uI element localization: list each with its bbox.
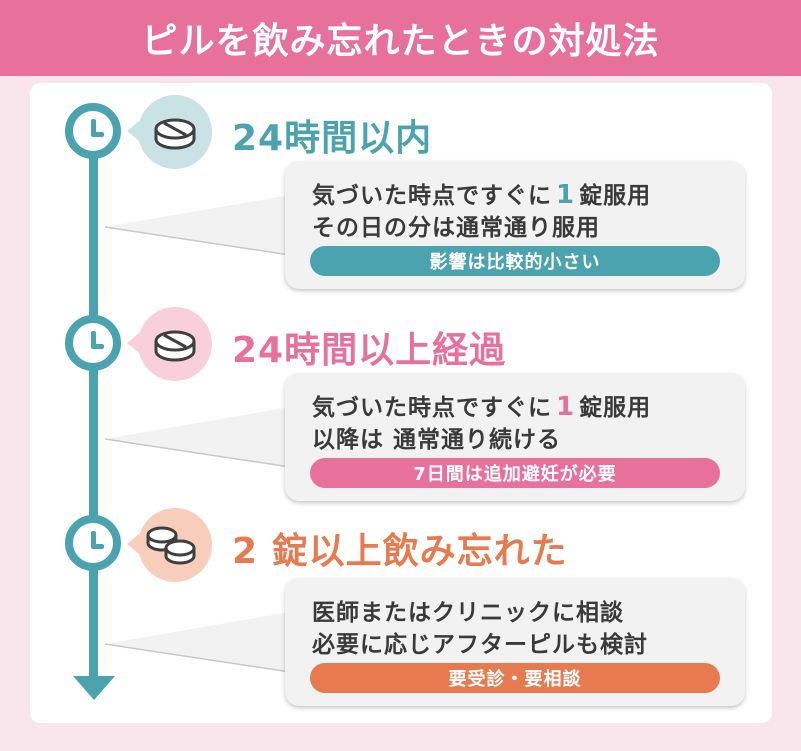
section-heading-3: 2 錠以上飲み忘れた: [232, 531, 568, 572]
section-heading-2: 24時間以上経過: [232, 330, 507, 371]
two-pills-icon: [146, 526, 196, 565]
section-heading-1: 24時間以内: [232, 118, 433, 159]
speech-tail-2: [105, 407, 290, 467]
instruction-line-2: 必要に応じアフターピルも検討: [312, 632, 648, 658]
clock-icon: [65, 103, 121, 159]
speech-box-3: 医師またはクリニックに相談 必要に応じアフターピルも検討 要受診・要相談: [285, 578, 745, 706]
impact-badge: 7日間は追加避妊が必要: [310, 458, 720, 488]
clock-icon: [65, 515, 121, 571]
instruction-line-2: 以降は 通常通り続ける: [312, 427, 562, 453]
pill-bubble-pink: [127, 307, 212, 381]
timeline-line: [89, 140, 98, 680]
pill-bubble-teal: [127, 95, 212, 169]
impact-badge: 影響は比較的小さい: [310, 246, 720, 276]
single-pill-icon: [154, 118, 196, 150]
impact-badge: 要受診・要相談: [310, 663, 720, 693]
instruction-line-1: 医師またはクリニックに相談: [312, 600, 624, 626]
header-banner: ピルを飲み忘れたときの対処法: [0, 0, 801, 76]
timeline-arrow-down-icon: [73, 676, 115, 700]
speech-tail-3: [105, 612, 290, 672]
pill-bubble-orange: [127, 508, 212, 582]
single-pill-icon: [154, 330, 196, 362]
page-title: ピルを飲み忘れたときの対処法: [141, 21, 660, 62]
instruction-line-2: その日の分は通常通り服用: [312, 215, 600, 241]
speech-tail-1: [105, 195, 290, 255]
clock-icon: [65, 315, 121, 371]
